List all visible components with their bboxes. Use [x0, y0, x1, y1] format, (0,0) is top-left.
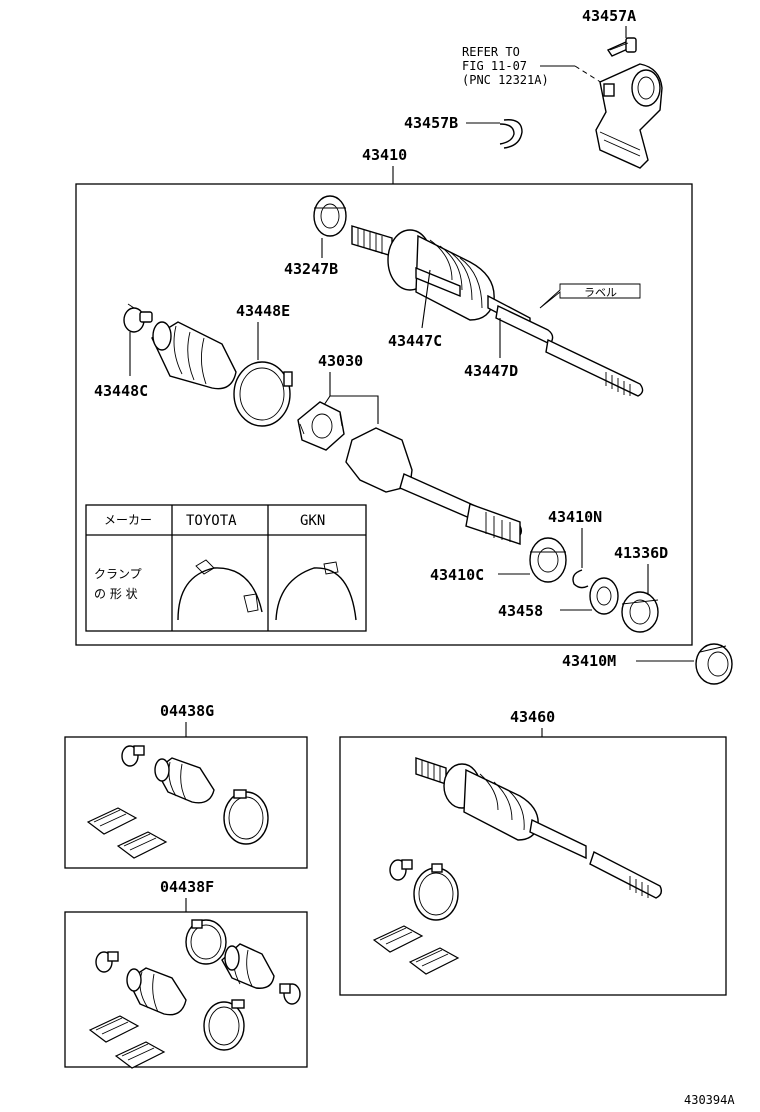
inboard-boot[interactable] [151, 321, 237, 390]
refer-line2: FIG 11-07 [462, 59, 527, 73]
kit-f-boot-left[interactable] [126, 967, 187, 1016]
kit-f-clamp-small-left[interactable] [95, 951, 119, 973]
refer-note: REFER TO FIG 11-07 (PNC 12321A) [462, 45, 611, 89]
label-43448E: 43448E [236, 302, 290, 320]
table-row-label-2: の 形 状 [94, 587, 138, 601]
label-43447C: 43447C [388, 332, 442, 350]
boot-clamp-43448C[interactable] [123, 303, 153, 333]
cv-joint-inner-race[interactable] [297, 401, 345, 451]
dust-deflector-43247B[interactable] [313, 195, 347, 237]
kit-43460-grease-packets[interactable] [372, 925, 460, 975]
table-row-label-1: クランプ [94, 567, 142, 581]
label-04438F: 04438F [160, 878, 214, 896]
bearing-43410C[interactable] [529, 537, 567, 583]
box-43410 [75, 183, 693, 646]
figure-id: 430394A [684, 1093, 735, 1107]
label-43448C: 43448C [94, 382, 148, 400]
deflector-43410M[interactable] [695, 643, 733, 685]
box-04438F [64, 911, 308, 1068]
label-04438G: 04438G [160, 702, 214, 720]
kit-f-clamp-large[interactable] [203, 999, 245, 1051]
bracket-bolt-43457A[interactable] [606, 37, 637, 57]
gkn-clamp-shape [275, 567, 357, 621]
outboard-joint-43030[interactable] [345, 427, 523, 545]
snap-ring-43457B[interactable] [499, 119, 523, 149]
refer-line1: REFER TO [462, 45, 520, 59]
label-41336D: 41336D [614, 544, 668, 562]
label-43447D: 43447D [464, 362, 518, 380]
drive-shaft-assembly-43460[interactable] [415, 757, 663, 899]
kit-g-grease-packets[interactable] [86, 807, 168, 859]
label-43410N: 43410N [548, 508, 602, 526]
label-callout: ラベル [539, 283, 641, 309]
kit-g-clamp-small[interactable] [121, 745, 145, 767]
snap-ring-43410N[interactable] [572, 569, 589, 589]
drive-shaft-outer-assembly[interactable] [351, 225, 644, 397]
table-header-toyota: TOYOTA [186, 513, 237, 529]
label-tag-text: ラベル [584, 286, 617, 299]
label-43457A: 43457A [582, 7, 636, 25]
clamp-shape-table: メーカー TOYOTA GKN クランプ の 形 状 [85, 504, 367, 632]
label-43457B: 43457B [404, 114, 458, 132]
label-43460: 43460 [510, 708, 555, 726]
kit-g-clamp-large[interactable] [223, 789, 269, 845]
boot-clamp-43448E[interactable] [233, 361, 293, 427]
toyota-clamp-shape [177, 567, 263, 621]
refer-line3: (PNC 12321A) [462, 73, 549, 87]
kit-f-clamp-small-right[interactable] [279, 983, 301, 1005]
table-header-gkn: GKN [300, 513, 325, 529]
bearing-bracket-assembly[interactable] [595, 63, 663, 169]
box-04438G [64, 736, 308, 869]
kit-f-boot-right[interactable] [221, 943, 275, 989]
label-43410C: 43410C [430, 566, 484, 584]
label-43458: 43458 [498, 602, 543, 620]
kit-43460-clamp-small[interactable] [389, 859, 413, 881]
label-43410: 43410 [362, 146, 407, 164]
bearing-43458[interactable] [589, 577, 619, 615]
kit-g-boot[interactable] [154, 757, 215, 804]
label-43410M: 43410M [562, 652, 616, 670]
seal-41336D[interactable] [621, 591, 659, 633]
kit-43460-clamp-large[interactable] [413, 863, 459, 921]
label-43247B: 43247B [284, 260, 338, 278]
label-43030: 43030 [318, 352, 363, 370]
box-43460 [339, 736, 727, 996]
kit-f-clamp-top[interactable] [185, 919, 227, 965]
table-header-maker: メーカー [104, 513, 152, 527]
kit-f-grease-packets[interactable] [88, 1015, 166, 1069]
